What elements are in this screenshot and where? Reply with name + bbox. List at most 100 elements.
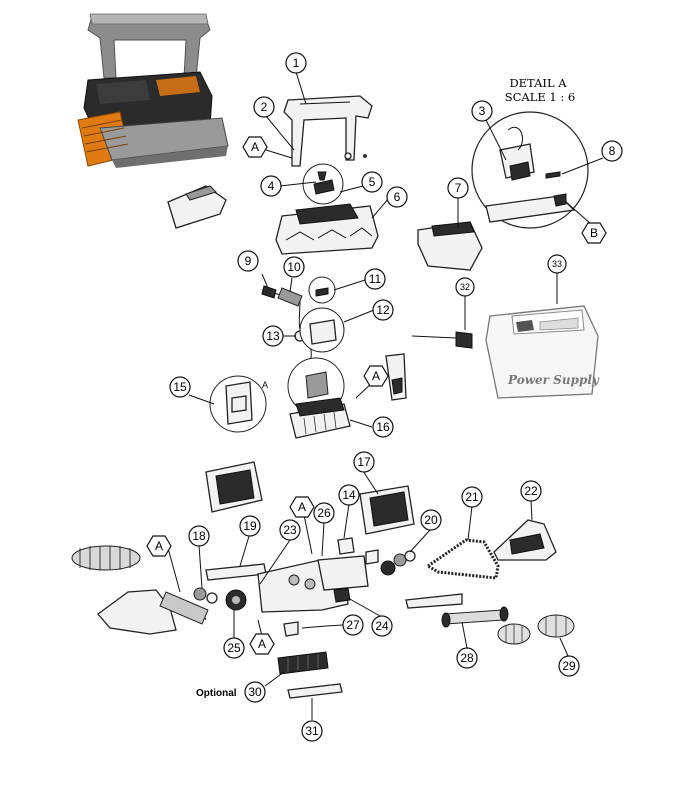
svg-text:2: 2	[261, 100, 268, 114]
leader-lines	[167, 71, 604, 720]
svg-text:26: 26	[317, 506, 331, 520]
part-33-power-supply: Power Supply	[485, 305, 600, 399]
filter-panel-left	[205, 461, 263, 513]
svg-text:13: 13	[266, 329, 280, 343]
callout-12: 12	[372, 299, 394, 321]
callout-31: 31	[301, 720, 323, 742]
callout-1: 1	[285, 52, 307, 74]
callout-33: 33	[547, 254, 567, 274]
callout-13: 13	[262, 325, 284, 347]
callout-7: 7	[447, 177, 469, 199]
callout-10: 10	[283, 256, 305, 278]
callout-26: 26	[313, 502, 335, 524]
part-20-gears	[380, 550, 416, 576]
callout-9: 9	[237, 250, 259, 272]
part-7-cover	[417, 221, 483, 271]
detail-a-view	[471, 111, 589, 229]
callout-15: 15	[169, 376, 191, 398]
svg-text:7: 7	[455, 181, 462, 195]
svg-text:A: A	[258, 637, 266, 651]
part-1-handle	[283, 95, 373, 167]
bracket-part	[385, 353, 407, 401]
part-31-plate	[287, 683, 343, 699]
part-6-top-cover	[275, 203, 379, 255]
chassis-base	[257, 555, 369, 613]
callout-22: 22	[520, 480, 542, 502]
callout-23: 23	[279, 519, 301, 541]
robot-product-image	[77, 13, 229, 168]
svg-text:A: A	[155, 539, 163, 553]
part-16-motor-unit	[289, 397, 351, 439]
svg-text:1: 1	[293, 56, 300, 70]
rail-right	[405, 593, 463, 609]
part-11-detail	[308, 276, 336, 304]
callout-29: 29	[558, 655, 580, 677]
part-14-block	[337, 537, 379, 565]
svg-text:A: A	[372, 369, 380, 383]
svg-text:8: 8	[609, 144, 616, 158]
side-cover-left	[167, 185, 227, 229]
callout-3: 3	[471, 100, 493, 122]
callout-11: 11	[364, 268, 386, 290]
hex-marker-b: B	[581, 222, 607, 244]
part-15-detail	[209, 375, 267, 433]
callout-21: 21	[461, 486, 483, 508]
part-17-filter-panel	[359, 485, 415, 535]
part-27-fastener	[283, 621, 327, 637]
svg-text:25: 25	[227, 641, 241, 655]
svg-text:21: 21	[465, 490, 479, 504]
callout-18: 18	[188, 525, 210, 547]
svg-text:28: 28	[460, 651, 474, 665]
callout-30: 30	[244, 681, 266, 703]
part-21-track	[425, 538, 500, 580]
svg-text:15: 15	[173, 380, 187, 394]
svg-text:20: 20	[424, 513, 438, 527]
svg-text:14: 14	[342, 488, 356, 502]
callout-32: 32	[455, 277, 475, 297]
callout-5: 5	[361, 171, 383, 193]
hex-marker-a-left: A	[146, 535, 172, 557]
svg-text:4: 4	[268, 179, 275, 193]
callout-19: 19	[239, 515, 261, 537]
callout-17: 17	[353, 451, 375, 473]
callout-25: 25	[223, 637, 245, 659]
svg-text:12: 12	[376, 303, 390, 317]
svg-text:18: 18	[192, 529, 206, 543]
detail-a-scale: SCALE 1 : 6	[505, 90, 576, 104]
part-30-brush-strip	[277, 651, 329, 675]
svg-text:A: A	[251, 140, 259, 154]
callout-20: 20	[420, 509, 442, 531]
part-5-detail	[302, 163, 344, 205]
callout-2: 2	[253, 96, 275, 118]
part-18-bearings	[193, 587, 218, 604]
svg-text:32: 32	[460, 282, 470, 292]
svg-text:6: 6	[394, 190, 401, 204]
svg-text:16: 16	[376, 420, 390, 434]
callout-24: 24	[371, 615, 393, 637]
part-19-rail	[205, 563, 267, 581]
svg-text:31: 31	[305, 724, 319, 738]
svg-text:17: 17	[357, 455, 371, 469]
svg-text:19: 19	[243, 519, 257, 533]
detail-a-title: DETAIL A	[509, 76, 567, 90]
hex-marker-a-bottom: A	[249, 633, 275, 655]
svg-text:B: B	[590, 226, 598, 240]
power-supply-label: Power Supply	[507, 373, 600, 387]
part-25-wheel	[225, 589, 247, 611]
svg-text:11: 11	[369, 272, 382, 286]
svg-text:A: A	[262, 380, 268, 390]
part-29-brushes	[497, 614, 575, 645]
svg-text:24: 24	[375, 619, 389, 633]
optional-label: Optional	[196, 688, 237, 699]
hex-marker-a-chassis: A	[289, 496, 315, 518]
svg-text:A: A	[298, 500, 306, 514]
brush-roller-left	[71, 545, 141, 571]
svg-text:10: 10	[287, 260, 301, 274]
part-32-cable-plug	[411, 331, 473, 349]
callout-14: 14	[338, 484, 360, 506]
svg-text:22: 22	[524, 484, 538, 498]
callout-8: 8	[601, 140, 623, 162]
part-8-pin	[545, 171, 561, 179]
